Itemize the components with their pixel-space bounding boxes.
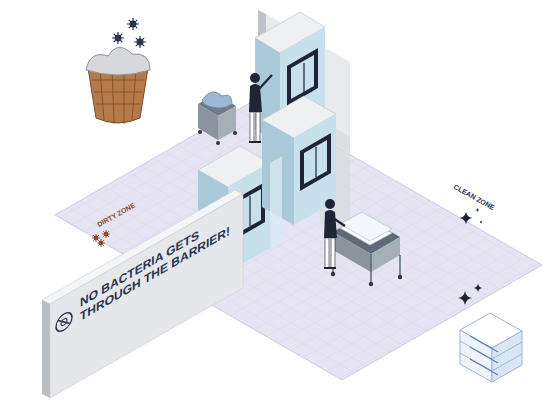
zone-label: CLEAN ZONE: [453, 183, 496, 211]
